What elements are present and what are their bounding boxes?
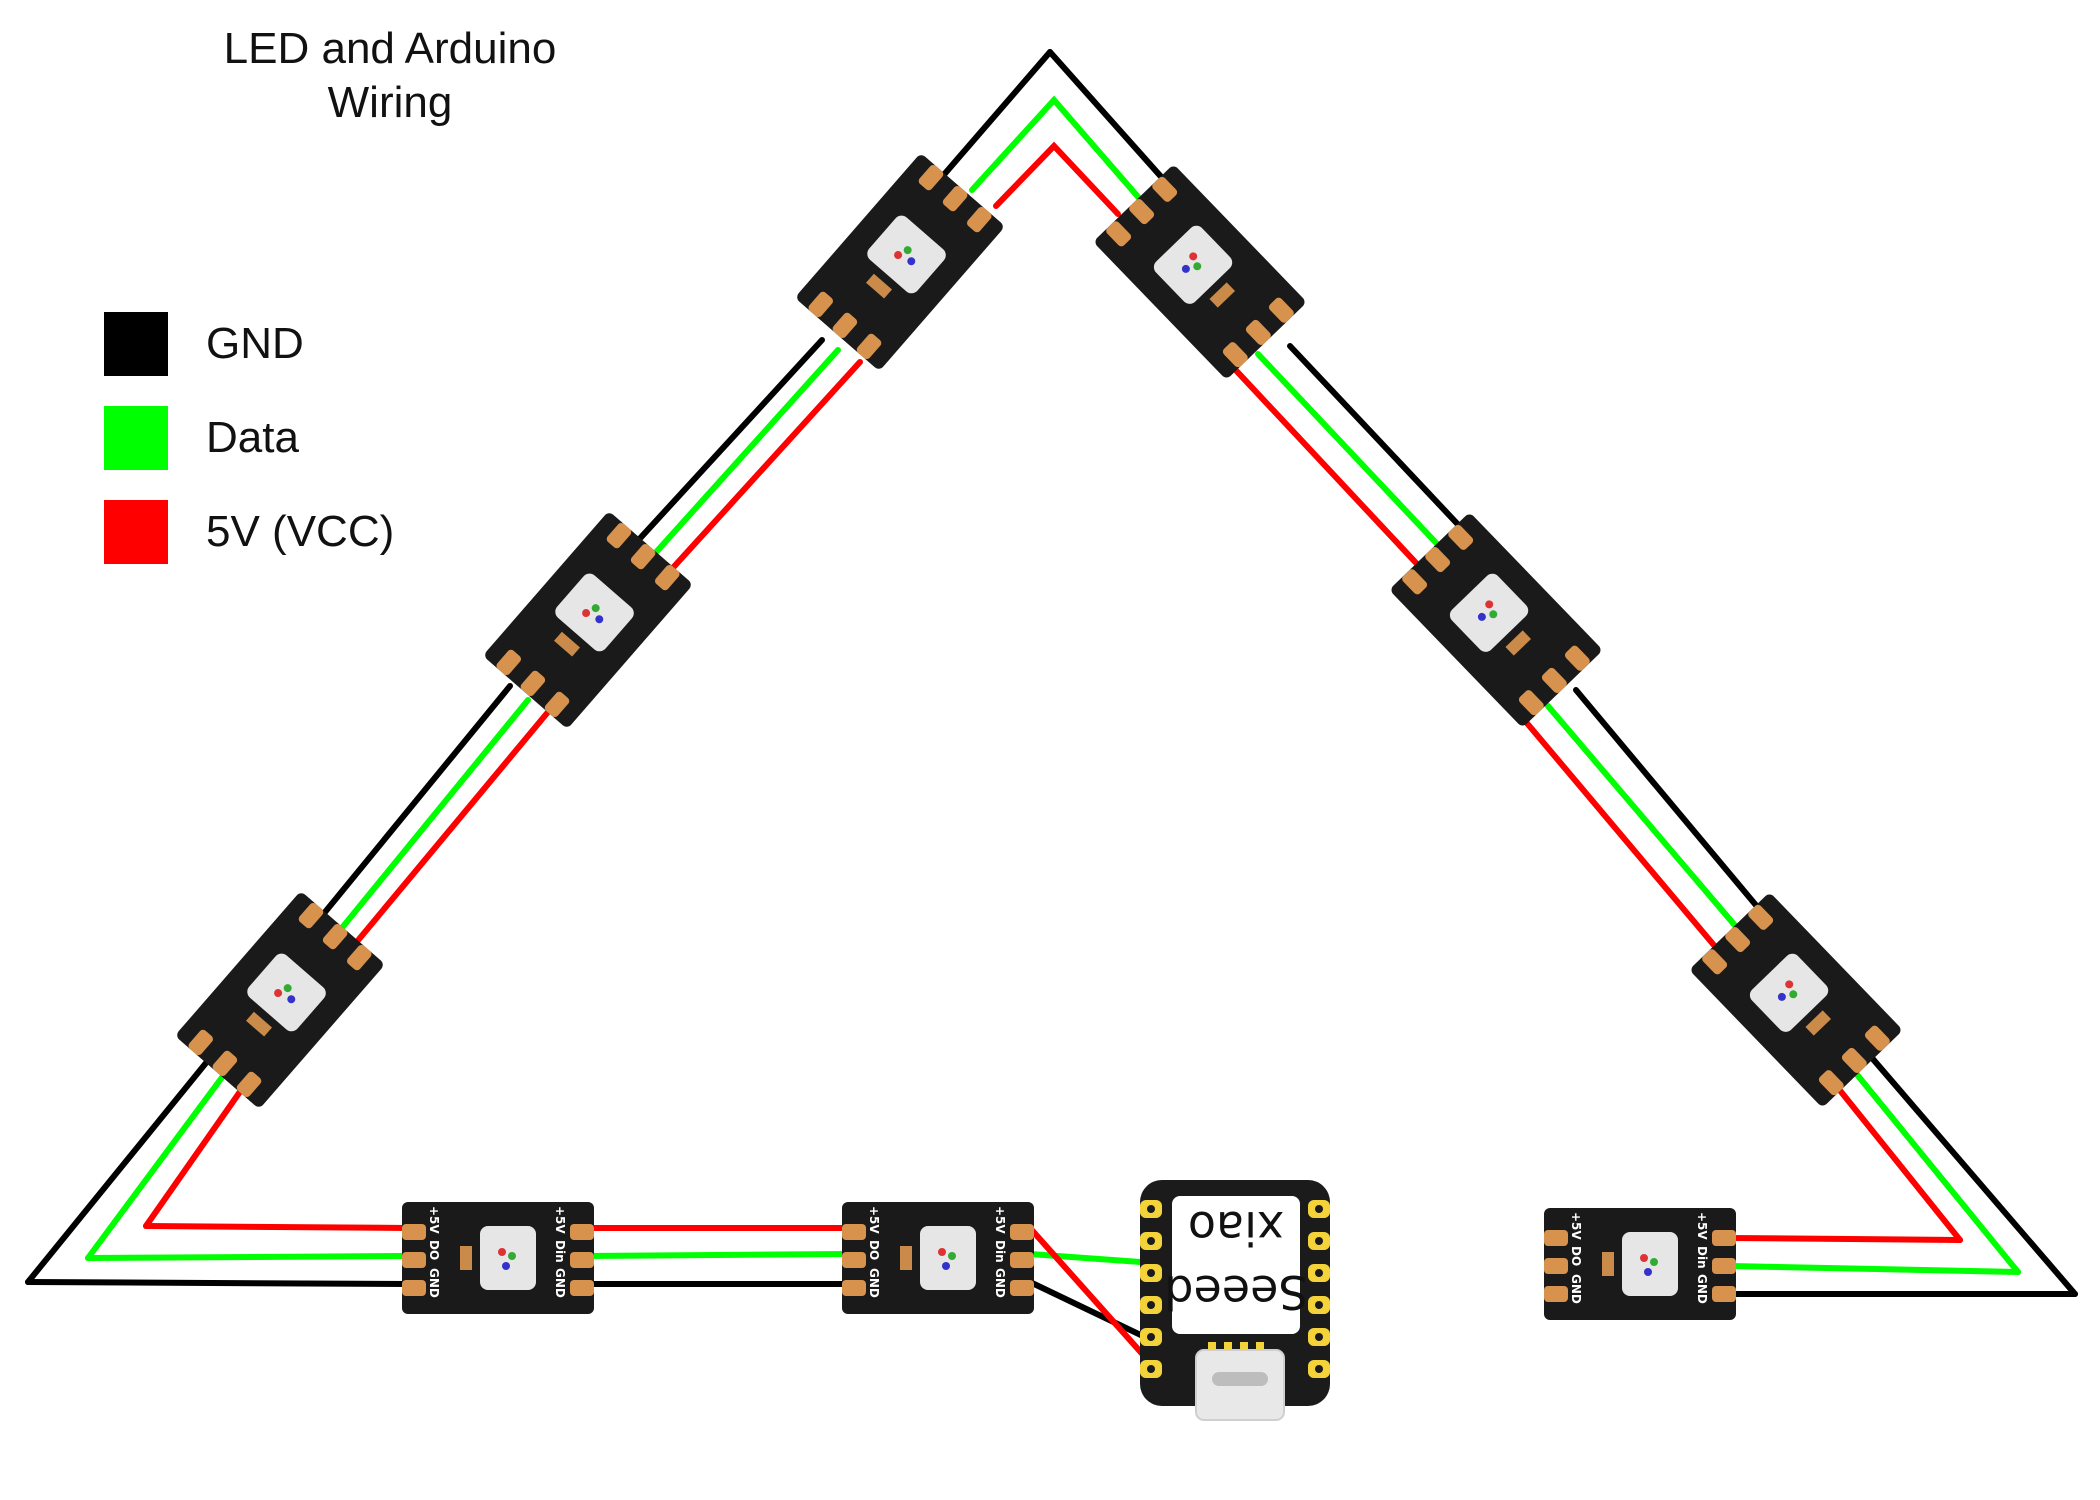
xiao-shield <box>1172 1196 1300 1334</box>
pin-label: +5V <box>867 1206 881 1234</box>
pin-label: +5V <box>553 1206 567 1234</box>
diagram-title: LED and Arduino Wiring <box>160 22 620 130</box>
gnd-swatch <box>104 312 168 376</box>
pin-label: DO <box>1569 1246 1583 1266</box>
legend: GND Data 5V (VCC) <box>104 312 394 594</box>
title-line-2: Wiring <box>327 78 453 127</box>
pin-label: DO <box>867 1240 881 1260</box>
pin-labels: +5V DO GND +5V Din GND +5V DO GND +5V Di… <box>427 1206 1709 1304</box>
vcc-wires <box>143 141 1963 1379</box>
pin-label: +5V <box>427 1206 441 1234</box>
pin-label: Din <box>553 1240 567 1263</box>
pin-label: GND <box>553 1268 567 1298</box>
xiao-brand-line-2: Seeed <box>1164 1265 1307 1319</box>
led-module-left-3 <box>177 893 383 1107</box>
gnd-wire-r2 <box>1573 687 1773 925</box>
pin-label: GND <box>1695 1274 1709 1304</box>
led-module-bottom-right <box>1544 1208 1736 1320</box>
legend-label-gnd: GND <box>206 319 304 368</box>
gnd-wire-bottom1 <box>25 1279 411 1287</box>
data-swatch <box>104 406 168 470</box>
pin-label: +5V <box>1695 1212 1709 1240</box>
xiao-brand-line-1: xiao <box>1188 1201 1284 1255</box>
led-module-bottom-2 <box>842 1202 1034 1314</box>
gnd-wire-r3 <box>1869 1055 2078 1297</box>
led-module-right-2 <box>1391 514 1601 726</box>
pin-label: +5V <box>1569 1212 1583 1240</box>
legend-item-data: Data <box>104 406 394 470</box>
pin-label: GND <box>993 1268 1007 1298</box>
pin-label: Din <box>993 1240 1007 1263</box>
led-module-right-3 <box>1691 894 1901 1106</box>
legend-item-gnd: GND <box>104 312 394 376</box>
gnd-wire-l3 <box>25 1055 213 1285</box>
gnd-wire-right-top <box>1047 49 1183 201</box>
led-module-bottom-1 <box>402 1202 594 1314</box>
pin-label: Din <box>1695 1246 1709 1269</box>
gnd-wire-left-outer <box>932 49 1053 188</box>
pin-label: GND <box>427 1268 441 1298</box>
legend-item-vcc: 5V (VCC) <box>104 500 394 564</box>
led-module-left-2 <box>485 513 691 727</box>
gnd-wire-l2 <box>309 683 513 931</box>
led-modules <box>177 155 1901 1320</box>
data-wires <box>85 95 2021 1275</box>
led-module-right-1 <box>1095 166 1305 378</box>
pin-label: DO <box>427 1240 441 1260</box>
pin-label: GND <box>1569 1274 1583 1304</box>
pin-label: GND <box>867 1268 881 1298</box>
gnd-wire-r1 <box>1287 343 1485 553</box>
vcc-swatch <box>104 500 168 564</box>
seeed-xiao-board: xiao Seeed <box>1140 1180 1330 1421</box>
legend-label-data: Data <box>206 413 299 462</box>
led-module-left-1 <box>797 155 1003 369</box>
title-line-1: LED and Arduino <box>223 24 557 73</box>
legend-label-vcc: 5V (VCC) <box>206 507 395 556</box>
pin-label: +5V <box>993 1206 1007 1234</box>
gnd-wires <box>25 49 2078 1351</box>
gnd-wire-l1 <box>619 337 825 561</box>
